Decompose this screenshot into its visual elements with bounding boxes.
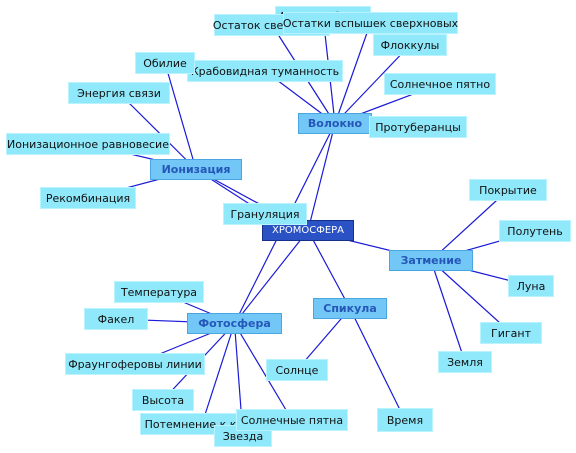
leaf-node-temperatura[interactable]: Температура (114, 281, 204, 303)
leaf-node-energiya-svyazi[interactable]: Энергия связи (68, 82, 170, 104)
leaf-node-gigant[interactable]: Гигант (480, 322, 542, 344)
leaf-node-fraunhofer[interactable]: Фраунгоферовы линии (65, 353, 205, 375)
leaf-node-rekombinatsiya[interactable]: Рекомбинация (40, 187, 136, 209)
edge-spikula-vremya (349, 308, 406, 421)
leaf-node-luna[interactable]: Луна (508, 275, 554, 297)
leaf-node-solnechnye-pyatna[interactable]: Солнечные пятна (236, 409, 348, 431)
leaf-node-solnechnoe-pyatno[interactable]: Солнечное пятно (384, 73, 496, 95)
root-node-chromosphere[interactable]: ХРОМОСФЕРА (262, 220, 354, 241)
leaf-node-flokkuly[interactable]: Флоккулы (373, 34, 447, 56)
leaf-node-polutien[interactable]: Полутень (499, 220, 571, 242)
edge-root-spikula (307, 230, 351, 309)
edge-ionizatsiya-energiya-svyazi (118, 92, 197, 170)
edge-root-volokno (307, 123, 336, 231)
edge-fotosfera-potemnenie (201, 323, 236, 425)
hub-node-zatmenie[interactable]: Затмение (389, 250, 473, 271)
leaf-node-ostatki-vspyshek[interactable]: Остатки вспышек сверхновых (283, 12, 458, 34)
leaf-node-zemlya[interactable]: Земля (438, 351, 492, 373)
leaf-node-solntse[interactable]: Солнце (266, 359, 328, 381)
hub-node-ionizatsiya[interactable]: Ионизация (150, 159, 242, 180)
edge-fotosfera-solnechnye-pyatna (233, 323, 293, 421)
leaf-node-protuberantsy[interactable]: Протуберанцы (369, 116, 467, 138)
edge-zatmenie-pokrytie (430, 189, 509, 261)
leaf-node-krabovidnaya[interactable]: Крабовидная туманность (187, 60, 343, 82)
leaf-node-granulyatsiya[interactable]: Грануляция (223, 203, 307, 225)
edge-volokno-ostatki-vspyshek (334, 22, 372, 124)
hub-node-fotosfera[interactable]: Фотосфера (187, 313, 282, 334)
leaf-node-vysota[interactable]: Высота (132, 389, 194, 411)
edge-root-fotosfera (234, 230, 309, 324)
hub-node-volokno[interactable]: Волокно (298, 113, 372, 134)
edge-zatmenie-zemlya (430, 260, 466, 363)
edge-volokno-flokkuly (334, 44, 411, 124)
edge-zatmenie-gigant (430, 260, 512, 334)
leaf-node-pokrytie[interactable]: Покрытие (469, 179, 547, 201)
leaf-node-vremya[interactable]: Время (377, 408, 433, 432)
edge-ionizatsiya-obilie (164, 62, 197, 170)
hub-node-spikula[interactable]: Спикула (313, 298, 387, 319)
leaf-node-fakel[interactable]: Факел (84, 308, 148, 330)
leaf-node-obilie[interactable]: Обилие (135, 52, 195, 74)
leaf-node-ionizatsionnoe-ravnovesie[interactable]: Ионизационное равновесие (6, 133, 170, 155)
